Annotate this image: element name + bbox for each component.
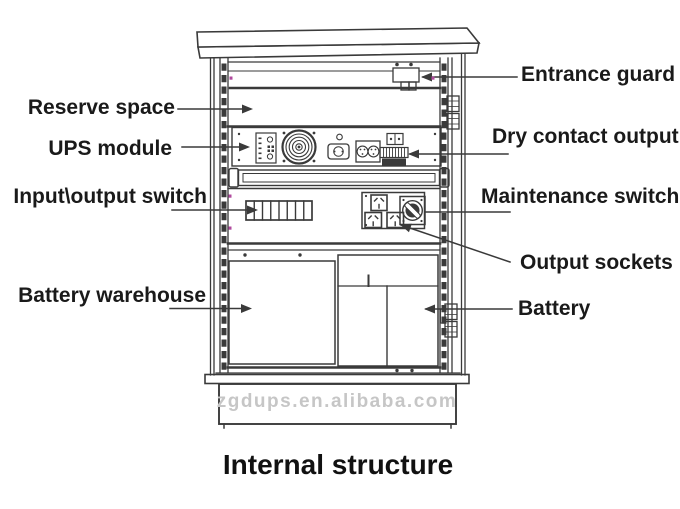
leader-lines [169,76,518,310]
output-socket-panel [361,191,426,230]
shelf-tray [228,167,450,188]
ups-module-unit [231,126,442,167]
cabinet-roof [196,27,481,59]
indicator-hole [336,133,343,141]
page-title: Internal structure [222,449,454,480]
socket-top [370,194,388,212]
entrance-guard-unit [392,67,420,91]
leader-arrowheads [239,72,435,314]
drawing-fills [237,62,437,373]
battery-compartment [337,254,439,367]
dry-contact-terminal [379,132,409,159]
drawing-strokes [169,27,518,429]
led-panel [255,132,277,164]
rack-rails [219,57,449,373]
leader-output-sockets [400,224,511,263]
cabinet-base [204,373,470,429]
magenta-marker-dots [228,76,435,230]
label-battery: Battery [518,297,591,320]
power-inlet [327,143,350,160]
label-reserve-space: Reserve space [27,96,175,119]
label-dry-contact-output: Dry contact output [492,125,679,148]
rotary-switch-handle [404,202,421,219]
door-hinge-top [446,95,460,130]
label-entrance-guard: Entrance guard [521,63,676,86]
outlet-pair [355,140,381,163]
maintenance-rotary-switch [399,195,426,226]
battery-warehouse-doors [228,254,439,367]
label-ups-module: UPS module [48,137,172,160]
label-maintenance-switch: Maintenance switch [481,185,680,208]
row-boundaries [215,61,461,374]
socket-left [364,211,383,229]
label-battery-warehouse: Battery warehouse [18,284,206,307]
watermark-text: zgdups.en.alibaba.com [216,391,458,412]
cooling-fan [281,129,317,165]
cabinet-walls [209,44,466,376]
label-output-sockets: Output sockets [520,251,673,274]
label-input-output-switch: Input\output switch [13,185,207,208]
battery-warehouse-door [228,260,336,365]
